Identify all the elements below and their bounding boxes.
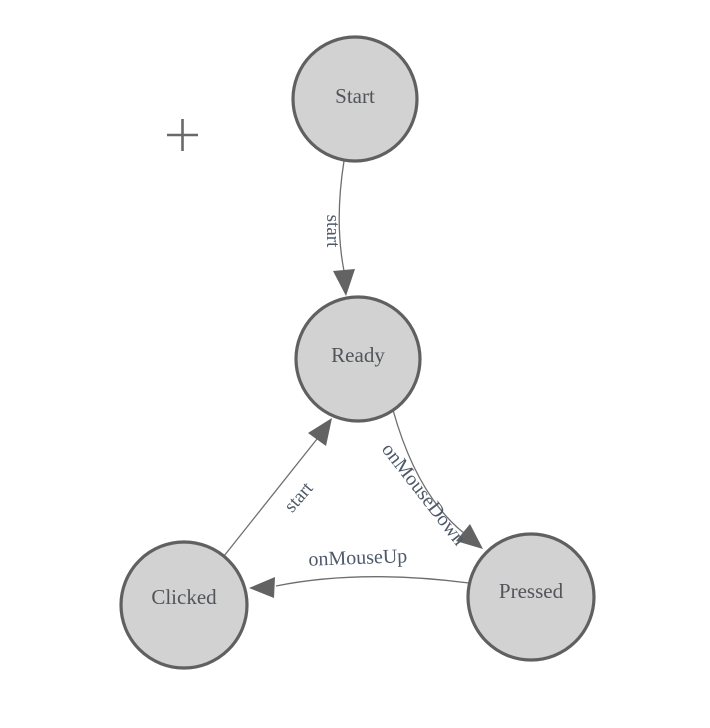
node-label-start: Start	[335, 84, 375, 108]
edge-line	[338, 160, 345, 272]
state-node-start[interactable]: Start	[291, 35, 419, 163]
edge-ready-to-pressed[interactable]: onMouseDown	[377, 409, 483, 550]
edge-line	[392, 409, 466, 535]
state-node-pressed[interactable]: Pressed	[466, 532, 596, 662]
node-circle	[291, 35, 419, 163]
node-label-ready: Ready	[331, 343, 385, 367]
edge-pressed-to-clicked[interactable]: onMouseUp	[249, 545, 470, 598]
arrowhead-icon	[333, 269, 355, 296]
edge-label-start-2: start	[280, 478, 318, 517]
plus-icon[interactable]	[167, 119, 198, 151]
edge-clicked-to-ready[interactable]: start	[223, 418, 332, 557]
node-circle	[466, 532, 596, 662]
edge-line	[223, 438, 318, 557]
arrowhead-icon	[456, 524, 483, 549]
node-circle	[119, 540, 249, 670]
node-circle	[294, 295, 422, 423]
arrowhead-icon	[249, 577, 275, 598]
state-node-ready[interactable]: Ready	[294, 295, 422, 423]
edge-label-onmouseup: onMouseUp	[308, 545, 408, 570]
edge-line	[275, 576, 470, 587]
edge-start-to-ready[interactable]: start	[322, 160, 355, 296]
edge-label-onmousedown: onMouseDown	[377, 439, 470, 550]
edge-label-start-1: start	[322, 215, 343, 248]
node-label-clicked: Clicked	[151, 585, 217, 609]
node-label-pressed: Pressed	[499, 579, 564, 603]
state-node-clicked[interactable]: Clicked	[119, 540, 249, 670]
arrowhead-icon	[308, 418, 332, 446]
